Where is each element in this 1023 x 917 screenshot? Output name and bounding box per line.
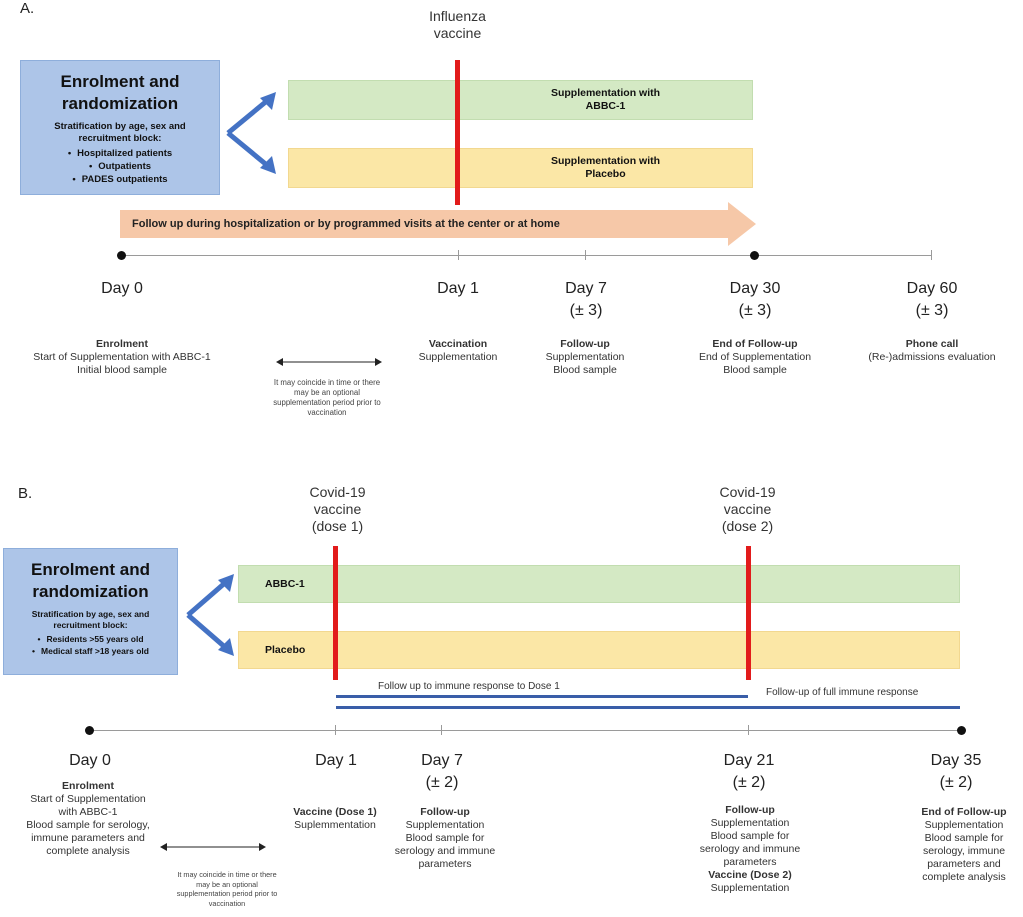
day21-tick [748,725,749,735]
day0-marker [117,251,126,260]
list-item: PADES outpatients [21,173,219,186]
covid-vaccine-dose1-line [333,546,338,680]
list-item: Medical staff >18 years old [4,645,177,657]
day-label: Day 60(± 3) [906,280,958,319]
panel-a-day1-desc: Vaccination Supplementation [418,338,498,363]
panel-a-day0-desc: Enrolment Start of Supplementation with … [33,338,211,376]
day-label: Day 7(± 2) [421,752,463,791]
panel-b-day35-desc: End of Follow-up Supplementation Blood s… [921,806,1007,883]
day-label: Day 30(± 3) [729,280,781,319]
panel-b-day0-desc: Enrolment Start of Supplementation with … [26,780,150,857]
panel-a-double-arrow-icon [276,358,382,366]
panel-b-timeline [90,730,962,731]
panel-b-branch-arrow-icon [186,574,234,656]
panel-b-day7-desc: Follow-up Supplementation Blood sample f… [394,806,496,870]
follow-up-dose1-line [336,695,748,698]
enrolment-title: Enrolment and randomization [30,560,150,601]
covid-vaccine-dose1-label: Covid-19 vaccine (dose 1) [309,484,366,534]
stratification-label: Stratification by age, sex and recruitme… [54,121,186,144]
panel-b-double-arrow-icon [160,843,266,851]
day1-tick [335,725,336,735]
list-item: Hospitalized patients [21,147,219,160]
day-label: Day 1 [437,280,479,297]
panel-a-abbc1-bar: Supplementation with ABBC-1 [288,80,753,120]
follow-up-full-line [336,706,960,709]
panel-a-day60-desc: Phone call (Re-)admissions evaluation [868,338,996,363]
panel-b-day21-desc: Follow-up Supplementation Blood sample f… [699,804,801,894]
list-item: Outpatients [21,160,219,173]
follow-up-full-label: Follow-up of full immune response [766,687,919,698]
day-label: Day 7(± 3) [565,280,607,319]
day-label: Day 35(± 2) [930,752,982,791]
stratification-label: Stratification by age, sex and recruitme… [31,609,150,630]
day35-marker [957,726,966,735]
day0-marker [85,726,94,735]
day7-tick [585,250,586,260]
panel-a-timeline [122,255,932,256]
panel-b-note: It may coincide in time or there may be … [176,870,278,908]
follow-up-dose1-label: Follow up to immune response to Dose 1 [378,681,560,692]
day30-marker [750,251,759,260]
day1-tick [458,250,459,260]
day7-tick [441,725,442,735]
list-item: Residents >55 years old [4,633,177,645]
covid-vaccine-dose2-line [746,546,751,680]
panel-a-follow-up-label: Follow up during hospitalization or by p… [132,218,560,230]
panel-b-enrolment-box: Enrolment and randomization Stratificati… [3,548,178,675]
panel-a-follow-up-arrow-icon [120,202,756,246]
day-label: Day 1 [315,752,357,769]
panel-b-day1-desc: Vaccine (Dose 1) Suplemmentation [293,806,377,831]
stratification-list: Hospitalized patients Outpatients PADES … [21,147,219,186]
day60-tick [931,250,932,260]
panel-a-note: It may coincide in time or there may be … [273,378,381,417]
day-label: Day 0 [69,752,111,769]
day-label: Day 21(± 2) [723,752,775,791]
panel-a-branch-arrow-icon [226,92,276,174]
panel-b-letter: B. [18,485,33,502]
covid-vaccine-dose2-label: Covid-19 vaccine (dose 2) [719,484,776,534]
panel-b-abbc1-bar: ABBC-1 [238,565,960,603]
panel-b-placebo-bar: Placebo [238,631,960,669]
enrolment-title: Enrolment and randomization [60,72,180,113]
panel-a-day30-desc: End of Follow-up End of Supplementation … [698,338,812,376]
panel-a-enrolment-box: Enrolment and randomization Stratificati… [20,60,220,195]
panel-a-letter: A. [20,0,35,17]
influenza-vaccine-label: Influenza vaccine [429,8,486,41]
panel-a-placebo-bar: Supplementation with Placebo [288,148,753,188]
influenza-vaccine-line [455,60,460,205]
day-label: Day 0 [101,280,143,297]
panel-a-day7-desc: Follow-up Supplementation Blood sample [545,338,625,376]
stratification-list: Residents >55 years old Medical staff >1… [4,633,177,657]
